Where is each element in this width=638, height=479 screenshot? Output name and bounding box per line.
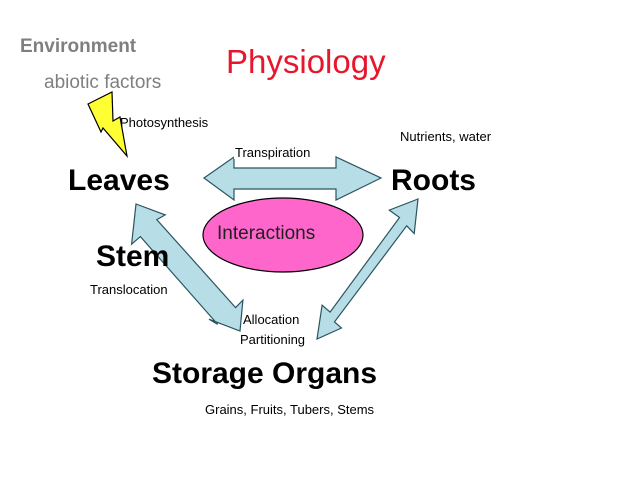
roots-label: Roots (391, 164, 476, 197)
stem-label: Stem (96, 240, 170, 273)
page-title: Physiology (226, 43, 386, 80)
interactions-label: Interactions (217, 223, 316, 244)
allocation-label: Allocation (243, 312, 300, 327)
lightning-bolt-icon (87, 91, 128, 159)
leaves-roots-arrow (202, 155, 383, 202)
environment-heading: Environment (20, 36, 137, 57)
nutrients-label: Nutrients, water (400, 129, 492, 144)
interactions-ellipse (202, 197, 364, 273)
leaves-label: Leaves (68, 164, 170, 197)
photosynthesis-label: Photosynthesis (120, 115, 209, 130)
abiotic-factors-label: abiotic factors (44, 72, 162, 93)
leaves-storage-arrow (130, 203, 244, 332)
translocation-label: Translocation (90, 282, 168, 297)
storage-examples-label: Grains, Fruits, Tubers, Stems (205, 402, 375, 417)
storage-organs-label: Storage Organs (152, 357, 378, 390)
partitioning-label: Partitioning (240, 332, 306, 347)
transpiration-label: Transpiration (234, 145, 312, 160)
roots-storage-arrow (316, 198, 419, 340)
